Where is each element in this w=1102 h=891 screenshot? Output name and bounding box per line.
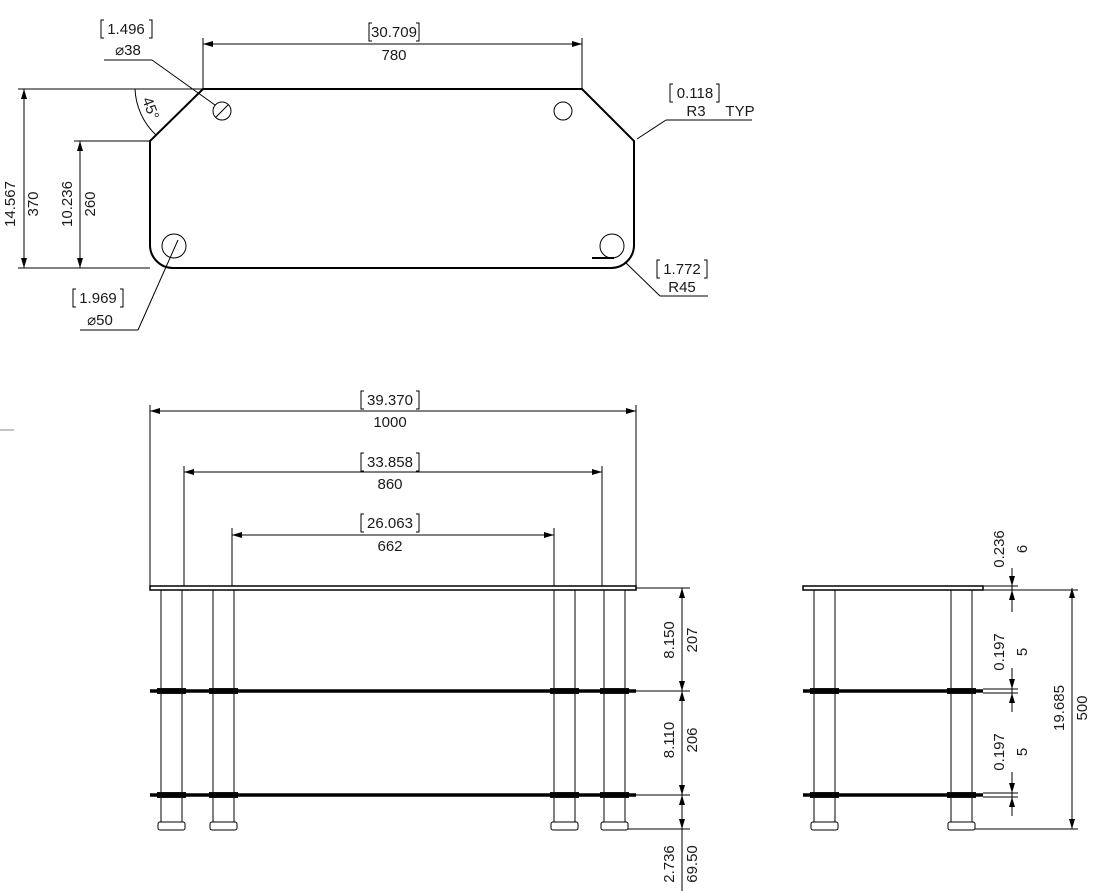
dim-span-outer-mm: 860 (377, 476, 402, 493)
post (603, 589, 626, 827)
dim-overall-in: 39.370 (367, 392, 413, 409)
dim-foot-mm: 69.50 (684, 845, 701, 883)
dim-span-inner-in: 26.063 (367, 515, 413, 532)
corner-radius-note: TYP (725, 103, 754, 120)
small-hole-in: 1.496 (107, 21, 145, 38)
dim-glass-bot-mm: 5 (1014, 748, 1031, 756)
dim-span-outer-in: 33.858 (367, 454, 413, 471)
dim-glass-bot-in: 0.197 (991, 733, 1008, 771)
post (212, 589, 235, 827)
large-hole-right (599, 233, 625, 259)
dim-foot-in: 2.736 (661, 845, 678, 883)
shelf-outline (149, 88, 635, 269)
large-hole-mm: ⌀50 (87, 312, 113, 329)
dim-gap-top-in: 8.150 (661, 621, 678, 659)
post (813, 589, 836, 827)
post (553, 589, 576, 827)
dim-glass-mid-mm: 5 (1014, 648, 1031, 656)
top-view: 30.709 780 14.567 370 10.236 260 45° 1.4… (2, 19, 755, 331)
round-radius-in: 1.772 (663, 261, 701, 278)
chamfer-angle: 45° (138, 95, 162, 122)
round-radius-mm: R45 (668, 279, 696, 296)
dim-total-height-mm: 500 (1074, 695, 1091, 720)
top-shelf (802, 585, 984, 591)
side-view: 0.236 6 0.197 5 0.197 5 19.685 500 (802, 530, 1091, 831)
dim-glass-top-in: 0.236 (991, 530, 1008, 568)
dim-inner-height-mm: 260 (82, 191, 99, 216)
post (160, 589, 183, 827)
large-hole-in: 1.969 (79, 290, 117, 307)
dim-width-mm: 780 (381, 47, 406, 64)
small-hole-mm: ⌀38 (115, 42, 141, 59)
dim-span-inner-mm: 662 (377, 538, 402, 555)
front-view: 39.370 1000 33.858 860 26.063 662 (149, 390, 701, 891)
dim-overall-mm: 1000 (373, 414, 406, 431)
post (950, 589, 973, 827)
dim-height-mm: 370 (25, 191, 42, 216)
large-hole-left (161, 233, 187, 259)
dim-gap-mid-mm: 206 (684, 727, 701, 752)
top-shelf (149, 585, 637, 591)
small-hole-left (212, 101, 232, 121)
dim-glass-mid-in: 0.197 (991, 633, 1008, 671)
corner-radius-in: 0.118 (677, 85, 713, 102)
dim-gap-top-mm: 207 (684, 627, 701, 652)
small-hole-right (553, 101, 573, 121)
dim-gap-mid-in: 8.110 (661, 722, 678, 758)
dim-inner-height-in: 10.236 (59, 181, 76, 227)
dim-total-height-in: 19.685 (1051, 685, 1068, 731)
dim-width-in: 30.709 (371, 24, 417, 41)
corner-radius-mm: R3 (686, 103, 705, 120)
dim-glass-top-mm: 6 (1014, 545, 1031, 553)
dim-height-in: 14.567 (2, 181, 19, 227)
